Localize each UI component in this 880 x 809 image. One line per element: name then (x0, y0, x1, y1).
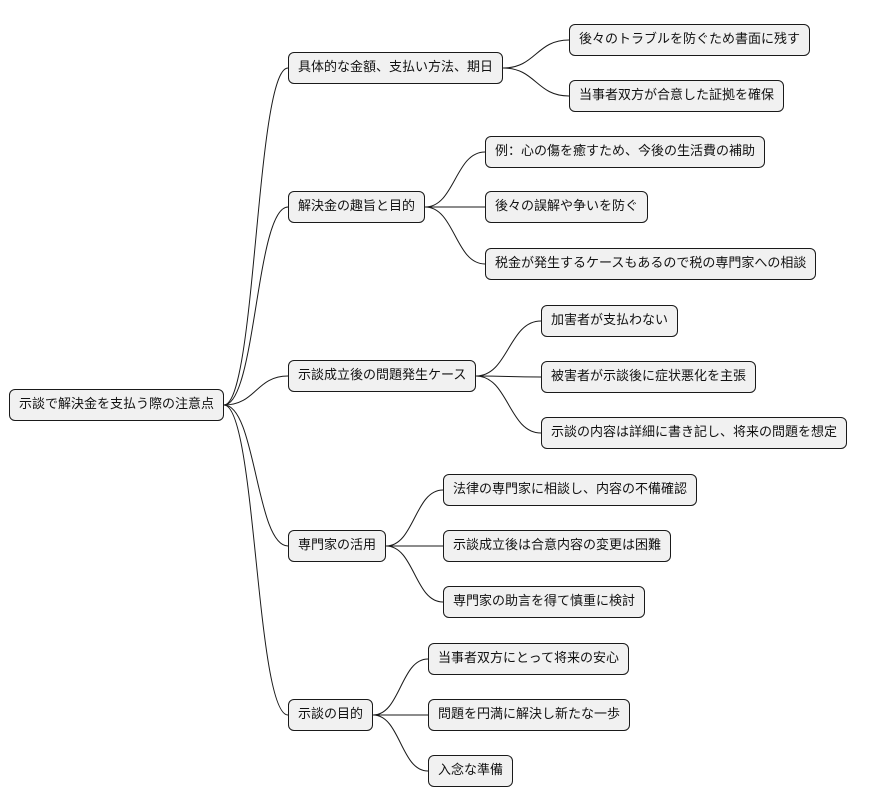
edge-b3-to-b3c1 (475, 320, 542, 377)
edge-b5-to-b5c1 (372, 658, 429, 716)
leaf-node-new-step: 問題を円満に解決し新たな一歩 (428, 699, 631, 731)
edge-root-to-b1 (223, 67, 289, 406)
edge-b3-to-b3c2 (475, 375, 542, 378)
branch-node-amount-method-date: 具体的な金額、支払い方法、期日 (288, 52, 504, 84)
leaf-node-prevent-disputes: 後々の誤解や争いを防ぐ (485, 191, 649, 223)
branch-node-post-settlement-problems: 示談成立後の問題発生ケース (288, 360, 477, 392)
edge-root-to-b2 (223, 206, 289, 406)
leaf-node-secure-evidence: 当事者双方が合意した証拠を確保 (569, 80, 785, 112)
edge-root-to-b5 (223, 404, 289, 716)
leaf-node-keep-in-writing: 後々のトラブルを防ぐため書面に残す (569, 24, 811, 56)
edge-b1-to-b1c2 (502, 67, 570, 97)
leaf-node-change-difficult: 示談成立後は合意内容の変更は困難 (443, 530, 672, 562)
leaf-node-no-payment: 加害者が支払わない (541, 305, 679, 337)
edge-b1-to-b1c1 (502, 39, 570, 69)
branch-node-purpose-of-settlement: 示談の目的 (288, 699, 374, 731)
leaf-node-careful-preparation: 入念な準備 (428, 755, 514, 787)
leaf-node-tax-consultation: 税金が発生するケースもあるので税の専門家への相談 (485, 248, 817, 280)
branch-node-use-of-experts: 専門家の活用 (288, 530, 387, 562)
edge-b4-to-b4c3 (385, 545, 444, 603)
edge-root-to-b4 (223, 404, 289, 547)
edge-b2-to-b2c1 (424, 151, 486, 208)
branch-node-purpose-of-settlement-money: 解決金の趣旨と目的 (288, 191, 426, 223)
leaf-node-example-support: 例：心の傷を癒すため、今後の生活費の補助 (485, 136, 766, 168)
leaf-node-future-peace: 当事者双方にとって将来の安心 (428, 643, 629, 675)
edge-root-to-b3 (223, 375, 289, 406)
root-node: 示談で解決金を支払う際の注意点 (9, 389, 225, 421)
edge-b4-to-b4c1 (385, 489, 444, 547)
edge-b5-to-b5c3 (372, 714, 429, 772)
edge-b2-to-b2c3 (424, 206, 486, 265)
edge-b3-to-b3c3 (475, 375, 542, 434)
leaf-node-symptom-worsening: 被害者が示談後に症状悪化を主張 (541, 361, 757, 393)
leaf-node-legal-consultation: 法律の専門家に相談し、内容の不備確認 (443, 474, 698, 506)
leaf-node-detailed-record: 示談の内容は詳細に書き記し、将来の問題を想定 (541, 417, 848, 449)
leaf-node-expert-advice: 専門家の助言を得て慎重に検討 (443, 586, 646, 618)
